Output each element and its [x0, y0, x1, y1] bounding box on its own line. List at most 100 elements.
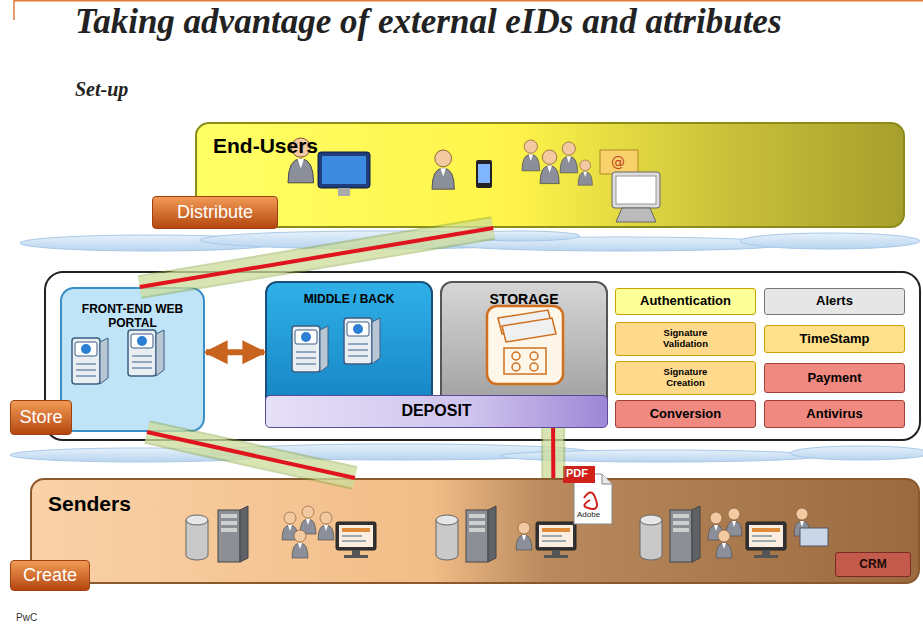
sender-icons-part-part	[282, 512, 298, 540]
service-box: TimeStamp	[764, 325, 905, 353]
sender-icons-part	[670, 506, 700, 562]
server-icons-part-part	[72, 338, 108, 384]
end-user-icons-part-part	[560, 142, 578, 173]
crm-box: CRM	[835, 552, 911, 577]
cloud-band	[20, 231, 920, 251]
stage-tag: Distribute	[152, 196, 278, 229]
sender-icons-part	[794, 508, 810, 536]
service-box: Conversion	[615, 400, 756, 428]
tube-body	[147, 432, 355, 478]
arrow-line	[206, 349, 264, 355]
process-box: MIDDLE / BACK	[265, 281, 433, 413]
icon-label: Adobe	[577, 510, 600, 519]
sender-icons-part-part	[436, 515, 458, 560]
sender-icons-part-part	[746, 522, 786, 558]
storage-icon-part	[498, 310, 552, 334]
storage-icon-part	[530, 352, 538, 360]
storage-icon-part	[512, 352, 520, 360]
sender-icons-part-part	[536, 522, 576, 558]
box-label: TimeStamp	[800, 332, 870, 347]
box-label: Conversion	[650, 407, 722, 422]
server-icons-part	[344, 318, 380, 364]
cloud-band-part	[450, 237, 790, 251]
sender-icons	[186, 506, 828, 562]
end-user-icons-part	[288, 138, 314, 183]
box-label: STORAGE	[490, 291, 559, 307]
user-band: End-Users	[195, 122, 905, 228]
end-user-icons-part	[612, 172, 660, 208]
end-user-icons-part	[600, 150, 638, 174]
end-user-icons-part	[478, 164, 490, 183]
sender-icons-part	[318, 512, 334, 540]
box-label: CRM	[859, 558, 886, 572]
sender-icons-part-part	[726, 508, 742, 536]
sender-icons-part-part	[292, 530, 308, 558]
cloud-band	[10, 444, 923, 462]
storage-icon	[487, 306, 563, 384]
sender-icons-part	[186, 515, 208, 560]
stage-label: Create	[23, 565, 77, 586]
sender-icons-part-part	[516, 522, 532, 550]
pdf-icon-part	[602, 474, 612, 484]
box-label: Payment	[807, 371, 861, 386]
sender-icons-part-part	[300, 506, 316, 534]
sender-icons-part-part	[186, 515, 208, 560]
end-user-icons-part	[338, 188, 350, 196]
stage-tag: Create	[10, 560, 90, 591]
end-user-icons-part-part	[432, 150, 454, 189]
service-box: Payment	[764, 363, 905, 393]
title-rule-part	[14, 0, 923, 2]
red-link-tube	[147, 432, 355, 478]
title-rule-part	[13, 0, 15, 20]
pdf-icon-part	[584, 492, 597, 509]
footer-note: PwC	[16, 612, 37, 623]
box-label: Authentication	[640, 294, 731, 309]
sender-icons-part-part	[716, 530, 732, 558]
tube-body	[140, 228, 493, 287]
icon-label: PDF	[566, 467, 588, 479]
end-user-icons-part	[560, 142, 578, 173]
end-user-icons-part	[432, 150, 454, 189]
cloud-band-part	[20, 235, 280, 251]
cloud-band-part	[210, 444, 590, 460]
sender-icons-part-part	[336, 522, 376, 558]
sender-icons-part	[536, 522, 576, 558]
cloud-band-part	[200, 231, 560, 249]
server-icons-part-part	[344, 318, 380, 364]
end-user-icons-part-part	[288, 138, 314, 183]
sender-icons-part-part	[640, 515, 662, 560]
double-arrow	[206, 352, 264, 353]
sender-icons-part-part	[318, 512, 334, 540]
box-label: Antivirus	[806, 407, 862, 422]
deposit-bar: DEPOSIT	[265, 395, 608, 428]
end-user-icons-part	[616, 208, 656, 222]
sender-icons-part-part	[708, 512, 724, 540]
storage-icon-part	[504, 348, 546, 374]
sender-icons-part	[466, 506, 496, 562]
sender-icons-part	[292, 530, 308, 558]
end-user-icons-part	[578, 160, 592, 185]
sender-icons-part	[640, 515, 662, 560]
storage-box: STORAGE	[440, 281, 608, 413]
red-link-tube	[553, 428, 554, 478]
sender-icons-part	[800, 528, 828, 546]
tube-body	[140, 228, 493, 287]
stage-tag: Store	[10, 400, 72, 435]
sender-icons-part	[716, 530, 732, 558]
portal-box: FRONT-END WEB PORTAL	[60, 287, 205, 432]
pdf-icon	[563, 466, 612, 524]
end-user-icons-part	[540, 150, 559, 184]
end-user-icons: @	[288, 138, 660, 222]
sender-icons-part	[746, 522, 786, 558]
platform-container	[45, 272, 920, 440]
pdf-icon-part	[574, 474, 612, 524]
red-link	[551, 428, 555, 478]
sender-band: SendersCRM	[30, 478, 920, 584]
end-user-icons-part	[322, 156, 366, 184]
server-icons-part	[292, 326, 328, 372]
server-icons	[72, 318, 380, 384]
box-label: MIDDLE / BACK	[304, 293, 395, 307]
title: Taking advantage of external eIDs and at…	[75, 4, 835, 39]
storage-icon-part	[502, 318, 556, 342]
